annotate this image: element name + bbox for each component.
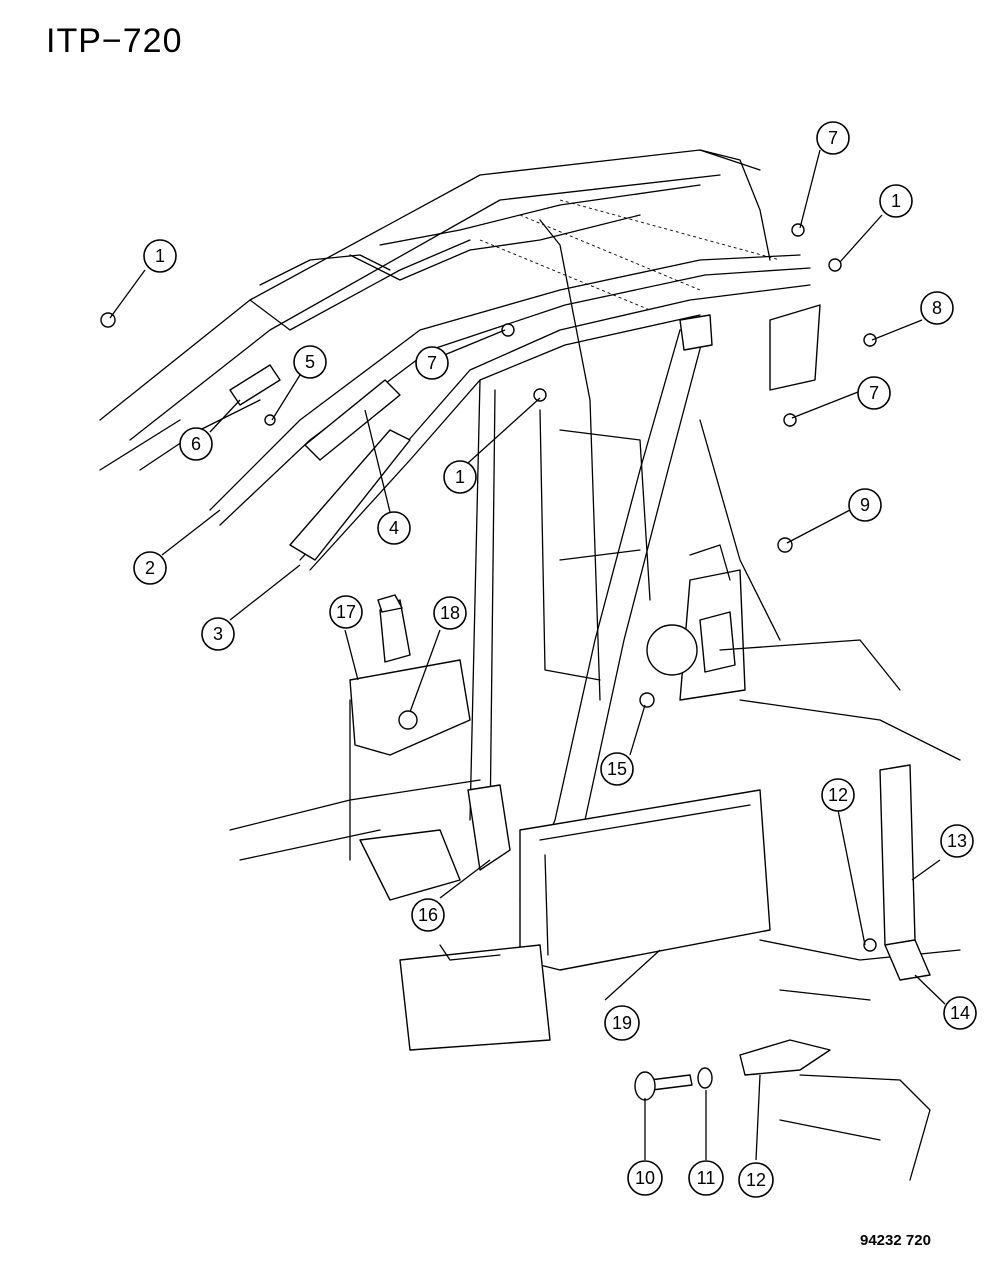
callout-7-left: 7 (415, 346, 449, 380)
callout-1-top-left: 1 (143, 239, 177, 273)
callout-14: 14 (943, 996, 977, 1030)
svg-text:9: 9 (860, 495, 870, 515)
svg-text:1: 1 (455, 467, 465, 487)
svg-text:6: 6 (191, 434, 201, 454)
callout-1-center: 1 (443, 460, 477, 494)
svg-text:17: 17 (336, 602, 356, 622)
callout-5: 5 (293, 345, 327, 379)
callout-3: 3 (201, 617, 235, 651)
callout-8: 8 (920, 291, 954, 325)
callout-7-right: 7 (857, 376, 891, 410)
callout-12-bottom: 12 (738, 1162, 774, 1198)
callout-10: 10 (627, 1160, 663, 1196)
svg-text:10: 10 (635, 1168, 655, 1188)
callout-16: 16 (411, 898, 445, 932)
svg-text:4: 4 (389, 518, 399, 538)
callout-6: 6 (179, 427, 213, 461)
svg-text:3: 3 (213, 624, 223, 644)
callout-4: 4 (377, 511, 411, 545)
svg-text:1: 1 (155, 246, 165, 266)
retractor-assembly (646, 544, 746, 701)
callout-17: 17 (329, 595, 363, 629)
callout-7-top: 7 (816, 121, 850, 155)
drawing-code: 94232 720 (860, 1232, 931, 1249)
svg-text:11: 11 (697, 1168, 716, 1188)
svg-text:16: 16 (418, 905, 438, 925)
belt-guide-covers (467, 764, 931, 981)
roof-rail-assembly (209, 254, 821, 571)
svg-text:8: 8 (932, 298, 942, 318)
buckle-assembly (349, 594, 471, 861)
callout-2: 2 (133, 551, 167, 585)
svg-text:15: 15 (607, 759, 627, 779)
callout-13: 13 (940, 824, 974, 858)
svg-text:5: 5 (305, 352, 315, 372)
svg-text:12: 12 (828, 785, 848, 805)
svg-text:7: 7 (828, 128, 838, 148)
svg-text:14: 14 (950, 1003, 970, 1023)
svg-text:7: 7 (427, 353, 437, 373)
callout-9: 9 (848, 488, 882, 522)
callout-15: 15 (600, 752, 634, 786)
callout-11: 11 (688, 1160, 724, 1196)
svg-text:7: 7 (869, 383, 879, 403)
floor-bracket (359, 829, 551, 1051)
svg-text:13: 13 (947, 831, 967, 851)
leader-lines (109, 149, 946, 1161)
svg-text:12: 12 (746, 1170, 766, 1190)
svg-text:1: 1 (891, 191, 901, 211)
svg-text:2: 2 (145, 558, 155, 578)
callout-18: 18 (433, 596, 467, 630)
anchor-hardware (634, 1039, 931, 1181)
page-title: ITP−720 (46, 22, 183, 60)
svg-text:19: 19 (612, 1013, 632, 1033)
trim-panel (519, 789, 771, 971)
callout-19: 19 (604, 1005, 640, 1041)
callout-12-top: 12 (821, 778, 855, 812)
roof-structure (99, 149, 781, 701)
svg-text:18: 18 (440, 603, 460, 623)
callout-1-top-right: 1 (879, 184, 913, 218)
